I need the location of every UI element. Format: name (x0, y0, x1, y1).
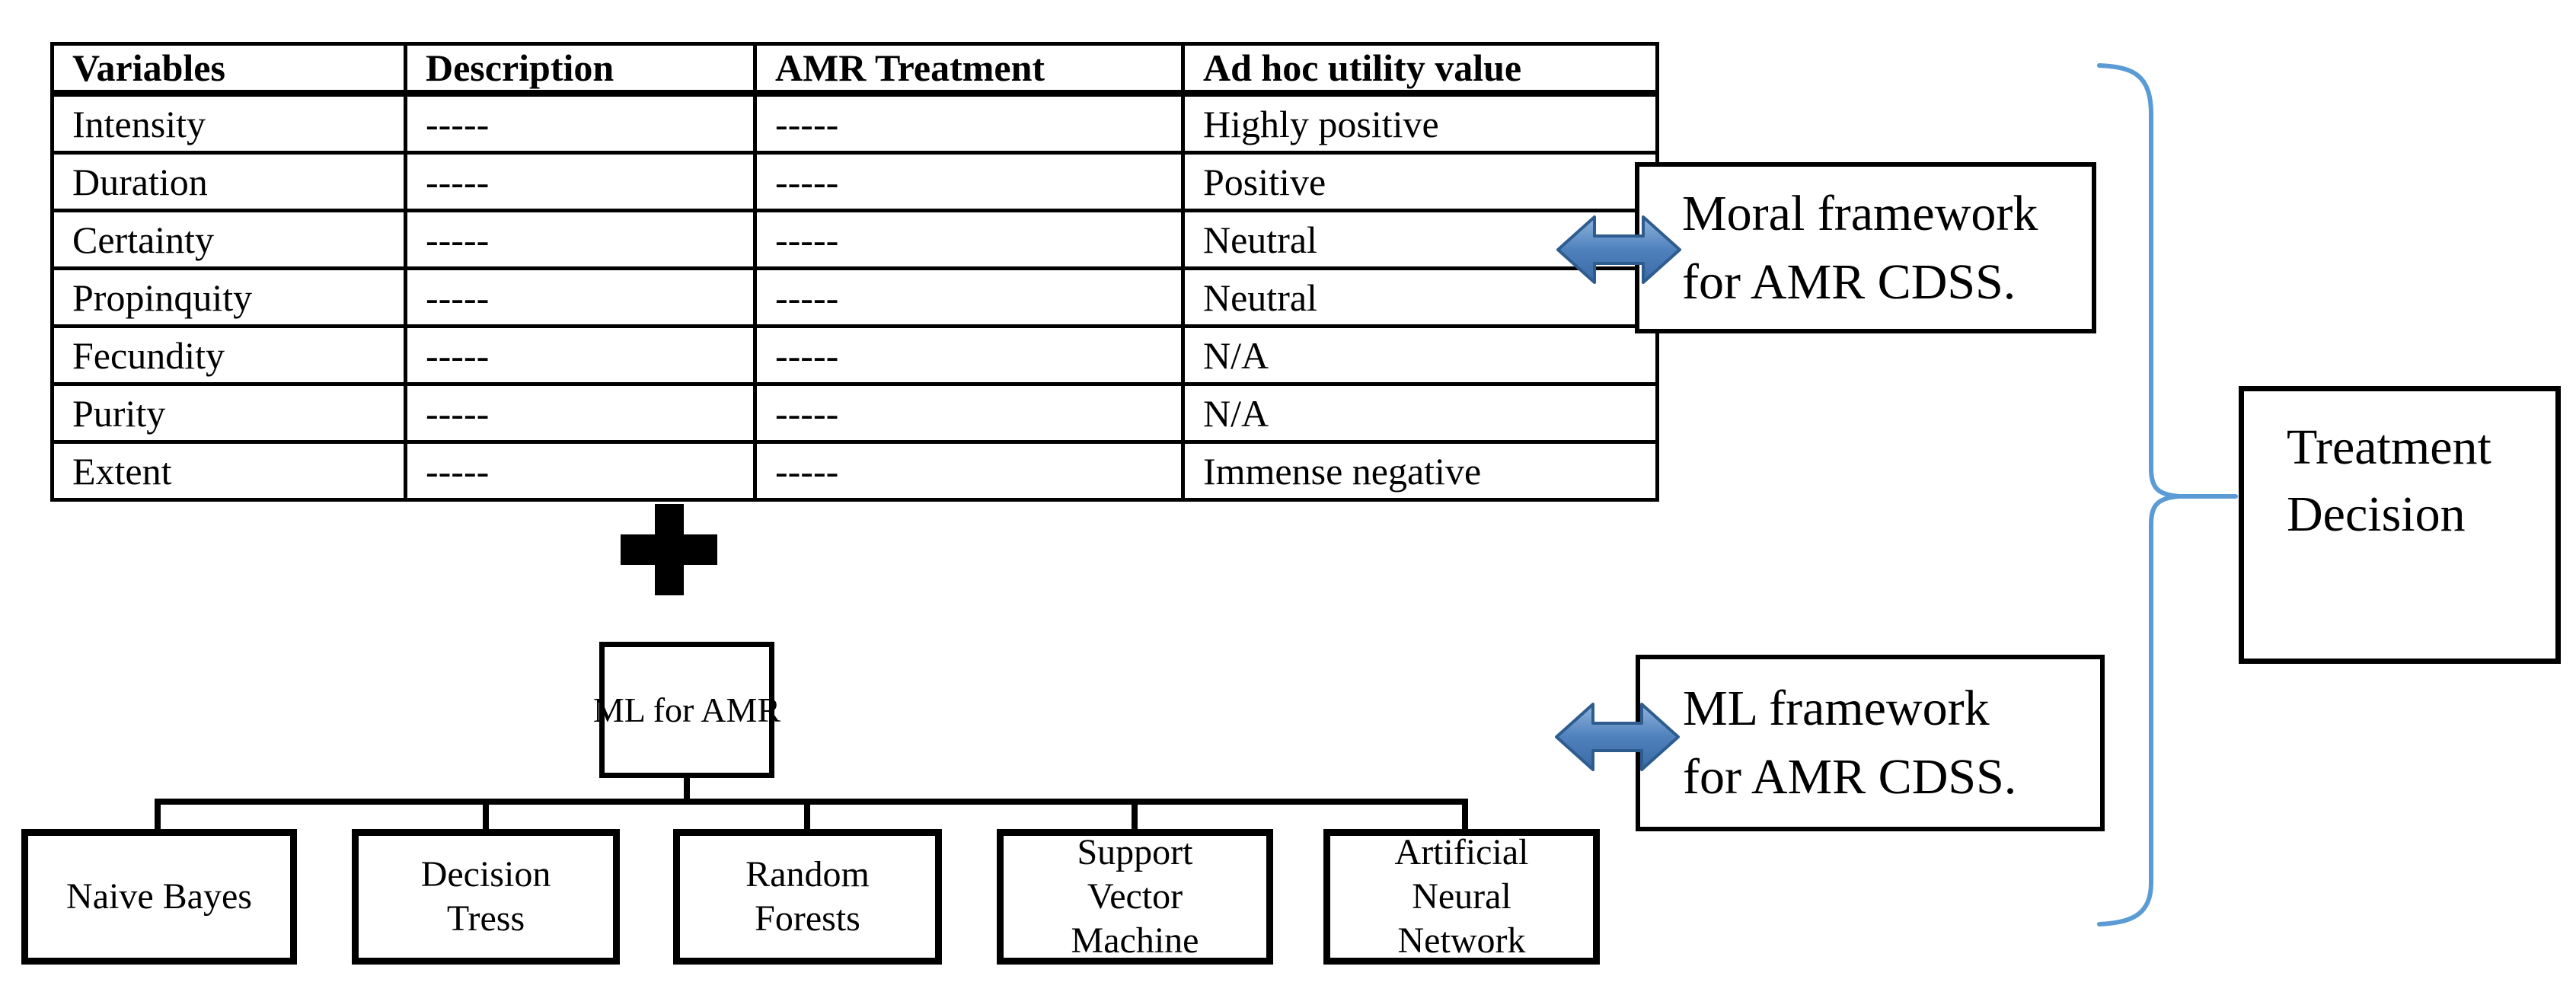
curly-brace-path (2097, 63, 2238, 926)
table-row: Intensity ----- ----- Highly positive (50, 91, 1659, 155)
ml-root-box: ML for AMR (593, 642, 780, 778)
table-header-row: Variables Description AMR Treatment Ad h… (50, 42, 1659, 97)
plus-vertical-bar (655, 504, 684, 595)
connector-stub-naive-bayes (155, 799, 161, 829)
table-row: Purity ----- ----- N/A (50, 382, 1659, 444)
ml-child-box-artificial-neural-network: Artificial Neural Network (1323, 829, 1600, 965)
double-arrow-icon (1556, 215, 1681, 284)
ml-child-box-support-vector-machine: Support Vector Machine (997, 829, 1273, 965)
cell-description: ----- (404, 266, 757, 328)
cell-variable: Propinquity (50, 266, 407, 328)
cell-description: ----- (404, 440, 757, 502)
table-row: Propinquity ----- ----- Neutral (50, 266, 1659, 328)
cell-variable: Purity (50, 382, 407, 444)
cell-description: ----- (404, 324, 757, 386)
cell-utility: Immense negative (1181, 440, 1659, 502)
double-arrow-shape (1556, 215, 1681, 284)
table-row: Extent ----- ----- Immense negative (50, 440, 1659, 502)
header-variables: Variables (50, 42, 407, 97)
cell-description: ----- (404, 382, 757, 444)
ml-child-box-decision-tress: Decision Tress (352, 829, 620, 965)
double-arrow-shape (1555, 703, 1680, 771)
header-amr-treatment: AMR Treatment (753, 42, 1185, 97)
connector-stub-random-forests (804, 802, 810, 829)
curly-brace-icon (2097, 63, 2238, 926)
header-utility-value: Ad hoc utility value (1181, 42, 1659, 97)
ml-child-box-naive-bayes: Naive Bayes (21, 829, 297, 965)
cell-utility: Positive (1181, 151, 1659, 212)
table-row: Fecundity ----- ----- N/A (50, 324, 1659, 386)
cell-variable: Duration (50, 151, 407, 212)
cell-amr-treatment: ----- (753, 440, 1185, 502)
cell-utility: N/A (1181, 382, 1659, 444)
treatment-decision-box: Treatment Decision (2239, 386, 2561, 664)
connector-stub-decision-tress (483, 802, 489, 829)
cell-amr-treatment: ----- (753, 151, 1185, 212)
cell-amr-treatment: ----- (753, 382, 1185, 444)
cell-amr-treatment: ----- (753, 209, 1185, 270)
cell-description: ----- (404, 209, 757, 270)
double-arrow-icon (1555, 703, 1680, 771)
cell-description: ----- (404, 91, 757, 155)
connector-root-stub (684, 778, 690, 802)
moral-framework-box: Moral framework for AMR CDSS. (1635, 162, 2096, 333)
ml-framework-box: ML framework for AMR CDSS. (1636, 655, 2105, 831)
cell-variable: Intensity (50, 91, 407, 155)
cell-amr-treatment: ----- (753, 324, 1185, 386)
table-row: Certainty ----- ----- Neutral (50, 209, 1659, 270)
cell-utility: Neutral (1181, 266, 1659, 328)
cell-utility: Highly positive (1181, 91, 1659, 155)
cell-variable: Certainty (50, 209, 407, 270)
connector-stub-svm (1132, 802, 1138, 829)
cell-variable: Fecundity (50, 324, 407, 386)
ml-child-box-random-forests: Random Forests (673, 829, 942, 965)
plus-icon (621, 504, 717, 595)
cell-variable: Extent (50, 440, 407, 502)
connector-stub-ann (1462, 799, 1468, 829)
table-row: Duration ----- ----- Positive (50, 151, 1659, 212)
connector-horizontal (155, 799, 1468, 805)
header-description: Description (404, 42, 757, 97)
cell-description: ----- (404, 151, 757, 212)
cell-utility: N/A (1181, 324, 1659, 386)
utility-table: Variables Description AMR Treatment Ad h… (50, 42, 1659, 502)
cell-amr-treatment: ----- (753, 91, 1185, 155)
cell-amr-treatment: ----- (753, 266, 1185, 328)
